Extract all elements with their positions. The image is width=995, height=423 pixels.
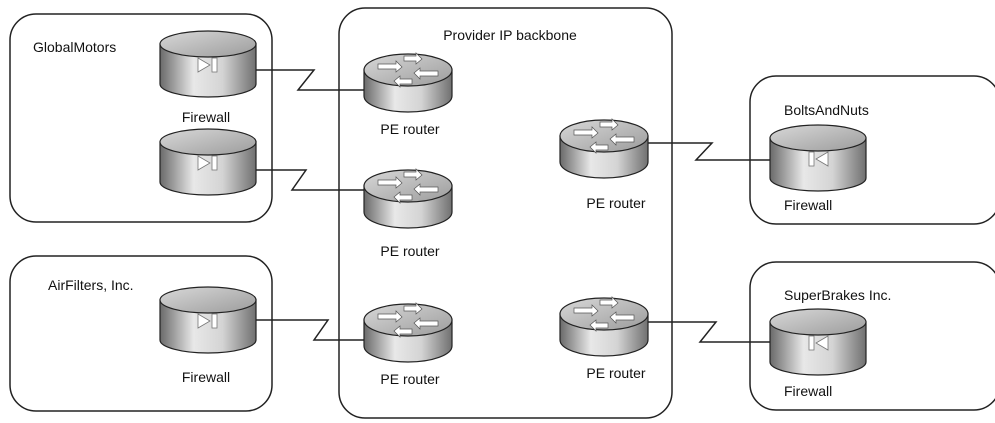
site-name-superbrakes: SuperBrakes Inc. xyxy=(784,287,891,303)
provider-backbone-box xyxy=(338,7,673,419)
site-box-boltsandnuts xyxy=(749,75,995,225)
site-name-airfilters: AirFilters, Inc. xyxy=(48,277,134,293)
firewall-icon xyxy=(159,30,257,98)
router-icon xyxy=(559,296,649,357)
router-icon xyxy=(363,52,453,113)
router-icon xyxy=(363,168,453,229)
serial-link-icon xyxy=(254,319,374,341)
backbone-title: Provider IP backbone xyxy=(443,27,577,43)
firewall-icon xyxy=(159,128,257,196)
firewall-label: Firewall xyxy=(182,369,230,385)
site-name-boltsandnuts: BoltsAndNuts xyxy=(784,102,869,118)
firewall-label: Firewall xyxy=(182,109,230,125)
router-icon xyxy=(559,118,649,179)
pe-router-label: PE router xyxy=(380,121,439,137)
serial-link-icon xyxy=(254,169,374,191)
firewall-icon xyxy=(769,124,867,192)
router-icon xyxy=(363,302,453,363)
pe-router-label: PE router xyxy=(380,243,439,259)
site-box-globalmotors xyxy=(9,13,273,223)
firewall-label: Firewall xyxy=(784,383,832,399)
site-box-superbrakes xyxy=(749,261,995,411)
pe-router-label: PE router xyxy=(586,365,645,381)
serial-link-icon xyxy=(634,142,780,161)
serial-link-icon xyxy=(254,69,374,91)
site-box-airfilters xyxy=(9,255,273,412)
serial-link-icon xyxy=(634,321,780,343)
firewall-icon xyxy=(769,308,867,376)
pe-router-label: PE router xyxy=(380,371,439,387)
site-name-globalmotors: GlobalMotors xyxy=(33,39,116,55)
pe-router-label: PE router xyxy=(586,195,645,211)
firewall-label: Firewall xyxy=(784,197,832,213)
firewall-icon xyxy=(159,286,257,354)
